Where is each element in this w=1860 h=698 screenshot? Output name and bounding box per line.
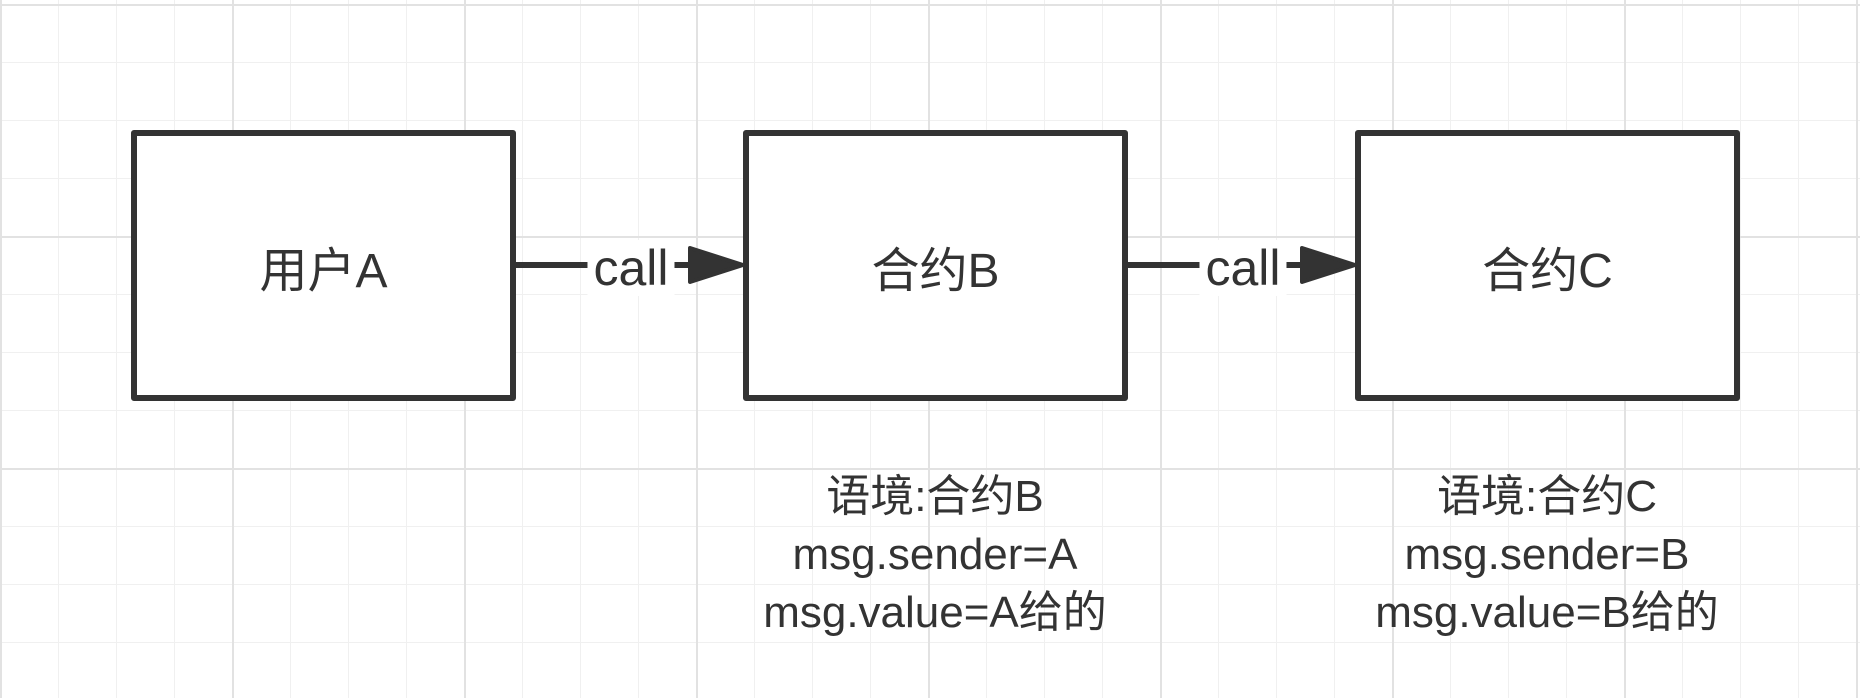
- edge-a-to-b-arrowhead: [688, 246, 745, 284]
- note-contract-b-value: msg.value=A给的: [763, 588, 1107, 637]
- node-contract-c-label: 合约C: [1482, 244, 1613, 298]
- note-contract-b-sender: msg.sender=A: [792, 530, 1078, 579]
- edge-b-to-c-label: call: [1199, 240, 1287, 296]
- note-contract-b: 语境:合约B msg.sender=A msg.value=A给的: [725, 468, 1145, 642]
- note-contract-c: 语境:合约C msg.sender=B msg.value=B给的: [1337, 468, 1757, 642]
- note-contract-c-context: 语境:合约C: [1437, 472, 1657, 521]
- note-contract-c-value: msg.value=B给的: [1375, 588, 1719, 637]
- node-contract-c[interactable]: 合约C: [1355, 130, 1740, 401]
- node-contract-b[interactable]: 合约B: [743, 130, 1128, 401]
- note-contract-c-sender: msg.sender=B: [1404, 530, 1690, 579]
- node-user-a[interactable]: 用户A: [131, 130, 516, 401]
- node-contract-b-label: 合约B: [871, 244, 1000, 298]
- node-user-a-label: 用户A: [259, 244, 388, 298]
- edge-b-to-c-arrowhead: [1300, 246, 1357, 284]
- edge-a-to-b-label: call: [587, 240, 675, 296]
- note-contract-b-context: 语境:合约B: [826, 472, 1044, 521]
